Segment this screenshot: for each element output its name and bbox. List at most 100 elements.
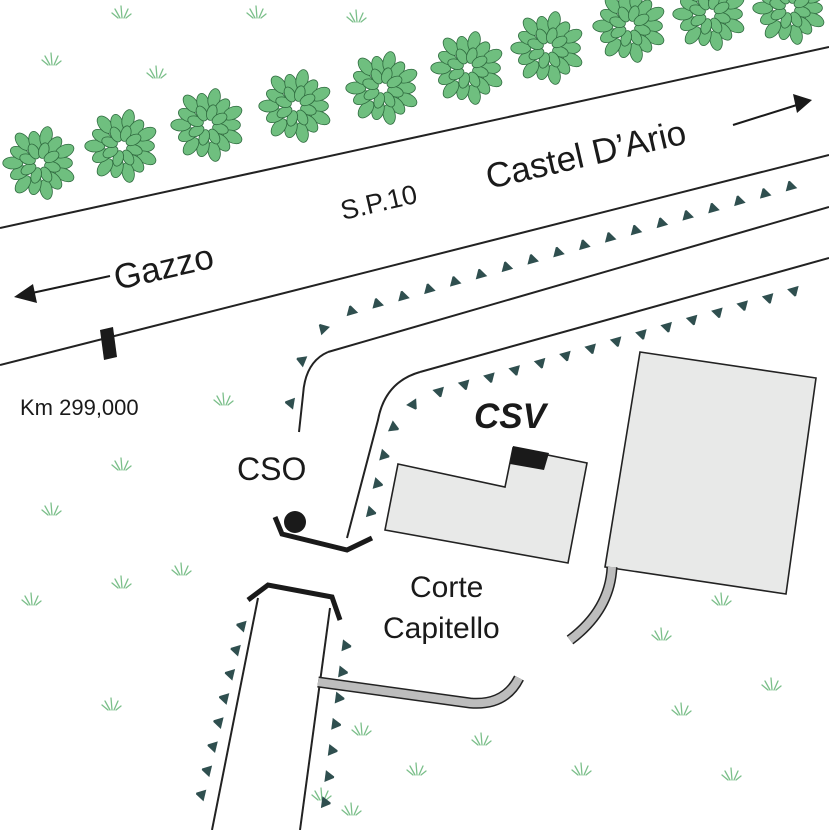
grass-tuft-icon — [651, 627, 672, 641]
embankment-tick — [194, 787, 207, 802]
tree-icon — [672, 0, 745, 51]
tree-icon — [510, 11, 583, 85]
culvert-headwall-north — [272, 516, 374, 553]
direction-east-label: Castel D’Ario — [482, 113, 690, 197]
embankment-tick — [206, 739, 218, 754]
embankment-tick — [432, 386, 447, 399]
embankment-tick — [320, 796, 332, 810]
site-name-line2: Capitello — [383, 612, 500, 645]
embankment-tick — [284, 396, 295, 410]
embankment-tick — [685, 314, 700, 327]
embankment-tick — [499, 260, 514, 273]
arrow-right-icon — [732, 94, 812, 126]
embankment-tick — [761, 293, 776, 306]
tree-row — [2, 0, 825, 200]
tree-icon — [2, 126, 75, 200]
embankment-tick — [576, 238, 591, 251]
embankment-tick — [447, 274, 462, 287]
embankment-tick — [559, 350, 574, 363]
grass-tuft-icon — [351, 722, 372, 736]
embankment-tick — [473, 267, 488, 280]
embankment-tick — [395, 289, 410, 302]
embankment-tick — [369, 296, 384, 309]
embankment-tick — [508, 365, 523, 378]
tree-icon — [752, 0, 825, 45]
road-name-label: S.P.10 — [338, 179, 420, 226]
embankment-tick — [602, 230, 617, 243]
embankment-tick — [223, 666, 236, 681]
grass-tuft-icon — [471, 732, 492, 746]
embankment-tick — [705, 201, 720, 214]
grass-tuft-icon — [111, 5, 132, 19]
road-sp10 — [0, 46, 829, 539]
embankment-tick — [315, 320, 330, 336]
grass-tuft-icon — [21, 592, 42, 606]
embankment-tick — [406, 398, 422, 413]
csv-station-icon — [510, 446, 549, 470]
embankment-tick — [550, 245, 565, 258]
tree-icon — [345, 51, 418, 125]
embankment-tick — [654, 216, 669, 229]
embankment-tick — [338, 665, 349, 679]
embankment-tick — [379, 448, 391, 463]
kilometer-marker-label: Km 299,000 — [20, 395, 139, 420]
grass-tuft-icon — [721, 767, 742, 781]
embankment-tick — [609, 336, 624, 349]
grass-tuft-icon — [311, 787, 332, 801]
embankment-tick — [711, 307, 726, 320]
cso-label: CSO — [237, 451, 306, 487]
pipe-south — [317, 675, 524, 709]
culvert-headwall-south — [246, 582, 343, 621]
embankment-tick — [341, 639, 352, 653]
embankment-tick — [294, 352, 308, 368]
km-marker-icon — [100, 327, 117, 360]
grass-tuft-icon — [406, 762, 427, 776]
embankment-tick — [421, 282, 436, 295]
embankment-tick — [365, 505, 378, 520]
grass-tuft-icon — [711, 592, 732, 606]
tree-icon — [258, 69, 331, 143]
embankment-tick — [783, 179, 798, 192]
tree-icon — [592, 0, 665, 63]
embankment-tick — [533, 357, 548, 370]
grass-tuft-icon — [41, 52, 62, 66]
csv-label: CSV — [474, 397, 549, 436]
arrow-left-icon — [14, 275, 111, 303]
embankment-tick — [344, 304, 359, 317]
embankment-tick — [731, 194, 746, 207]
embankment-tick — [483, 372, 498, 385]
grass-tuft-icon — [246, 5, 267, 19]
embankment-tick — [736, 300, 751, 313]
embankment-tick — [331, 717, 342, 731]
embankment-tick — [679, 208, 694, 221]
embankment-tick — [757, 186, 772, 199]
embankment-tick — [334, 691, 346, 705]
embankment-tick — [324, 770, 335, 784]
embankment-tick — [524, 252, 539, 265]
access-road-south — [211, 597, 331, 830]
grass-tuft-icon — [111, 457, 132, 471]
cso-well-icon — [284, 511, 306, 533]
building-warehouse — [604, 351, 817, 595]
embankment-tick — [584, 343, 599, 356]
embankment-tick — [200, 763, 213, 778]
grass-tuft-icon — [346, 9, 367, 23]
grass-tuft-icon — [41, 502, 62, 516]
embankment-tick — [327, 743, 339, 758]
embankment-tick — [660, 321, 675, 334]
tree-icon — [84, 109, 157, 183]
embankment-tick — [635, 329, 650, 342]
embankment-tick — [628, 223, 643, 236]
building-corte-capitello — [384, 447, 588, 564]
embankment-tick — [787, 285, 802, 298]
embankment-tick — [387, 420, 402, 435]
grass-tuft-icon — [146, 65, 167, 79]
direction-west-label: Gazzo — [110, 237, 217, 298]
grass-tuft-icon — [101, 697, 122, 711]
embankment-tick — [235, 618, 247, 633]
embankment-tick — [217, 691, 230, 705]
grass-tuft-icon — [213, 392, 234, 406]
tree-icon — [430, 31, 503, 105]
grass-tuft-icon — [671, 702, 692, 716]
